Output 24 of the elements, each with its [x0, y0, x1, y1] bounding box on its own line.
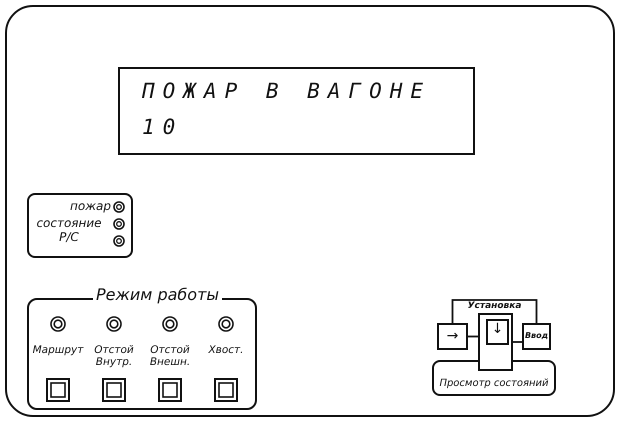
down-key	[478, 313, 513, 371]
connector-line	[513, 341, 522, 343]
display-text: ПОЖАР В ВАГОНЕ	[142, 79, 432, 104]
indicator-label: пожар	[70, 200, 111, 214]
connector-line	[452, 299, 538, 323]
mode-label: Хвост.	[207, 344, 245, 356]
edge-label: Установка	[466, 301, 524, 312]
key-symbol: ↓	[486, 319, 509, 345]
key-symbol: →	[446, 328, 460, 344]
panel-title: Режим работы	[93, 286, 222, 304]
mode-label: Отстой Внутр.	[93, 344, 135, 368]
control-panel	[5, 5, 615, 417]
indicator-label: состояние Р/С	[35, 217, 103, 245]
status-view-panel	[432, 360, 556, 396]
enter-key	[522, 323, 551, 350]
panel-label: Просмотр состояний	[438, 378, 550, 390]
display-value: 10	[142, 115, 184, 140]
arrow-key	[437, 323, 468, 350]
display-screen	[118, 67, 475, 155]
mode-label: Отстой Внешн.	[148, 344, 192, 368]
status-panel	[27, 193, 133, 258]
mode-label: Маршрут	[32, 344, 84, 356]
connector-line	[468, 336, 478, 338]
key-label: Ввод	[524, 331, 549, 340]
